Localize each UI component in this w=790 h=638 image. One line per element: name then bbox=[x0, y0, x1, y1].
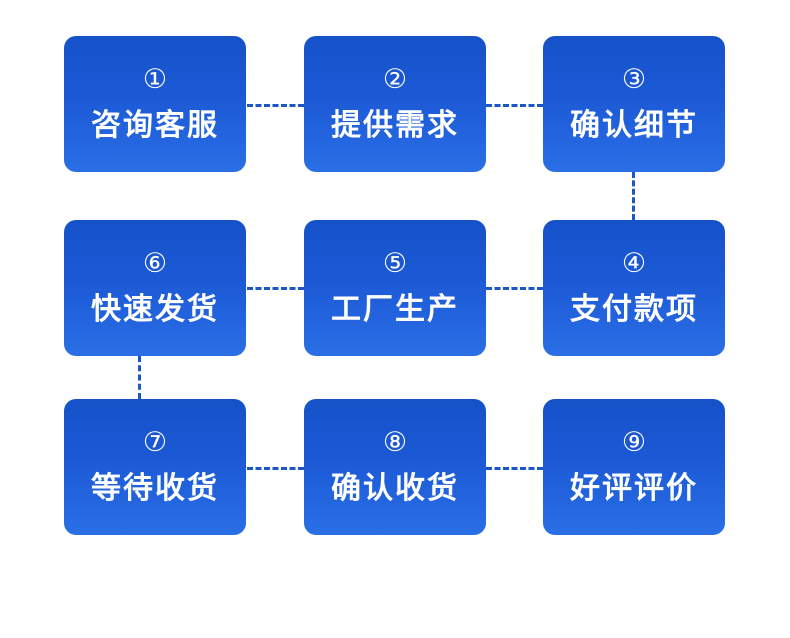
connector-step2-step3 bbox=[486, 104, 543, 107]
connector-step3-step4 bbox=[632, 172, 635, 220]
step-box-6[interactable]: ⑥ 快速发货 bbox=[64, 220, 246, 356]
step-number-1: ① bbox=[142, 64, 168, 94]
step-number-7: ⑦ bbox=[142, 427, 168, 457]
step-number-3: ③ bbox=[621, 64, 647, 94]
step-box-8[interactable]: ⑧ 确认收货 bbox=[304, 399, 486, 535]
step-box-2[interactable]: ② 提供需求 bbox=[304, 36, 486, 172]
step-number-9: ⑨ bbox=[621, 427, 647, 457]
step-box-1[interactable]: ① 咨询客服 bbox=[64, 36, 246, 172]
step-box-9[interactable]: ⑨ 好评评价 bbox=[543, 399, 725, 535]
step-label-4: 支付款项 bbox=[570, 293, 698, 326]
step-number-8: ⑧ bbox=[382, 427, 408, 457]
step-label-9: 好评评价 bbox=[570, 472, 698, 505]
step-number-4: ④ bbox=[621, 248, 647, 278]
connector-step7-step8 bbox=[247, 467, 304, 470]
step-label-3: 确认细节 bbox=[570, 109, 698, 142]
step-label-5: 工厂生产 bbox=[331, 293, 459, 326]
step-label-1: 咨询客服 bbox=[91, 109, 219, 142]
step-box-4[interactable]: ④ 支付款项 bbox=[543, 220, 725, 356]
connector-step8-step9 bbox=[486, 467, 543, 470]
step-label-6: 快速发货 bbox=[91, 293, 219, 326]
connector-step4-step5 bbox=[486, 287, 543, 290]
step-label-7: 等待收货 bbox=[91, 472, 219, 505]
step-label-8: 确认收货 bbox=[331, 472, 459, 505]
step-box-7[interactable]: ⑦ 等待收货 bbox=[64, 399, 246, 535]
step-box-3[interactable]: ③ 确认细节 bbox=[543, 36, 725, 172]
step-label-2: 提供需求 bbox=[331, 109, 459, 142]
connector-step1-step2 bbox=[247, 104, 304, 107]
connector-step6-step7 bbox=[138, 356, 141, 399]
step-number-2: ② bbox=[382, 64, 408, 94]
step-number-5: ⑤ bbox=[382, 248, 408, 278]
connector-step5-step6 bbox=[247, 287, 304, 290]
step-box-5[interactable]: ⑤ 工厂生产 bbox=[304, 220, 486, 356]
step-number-6: ⑥ bbox=[142, 248, 168, 278]
